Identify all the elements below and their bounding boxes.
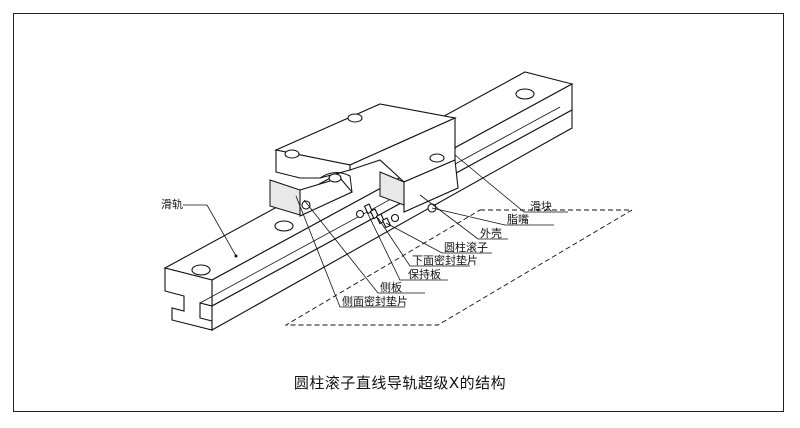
reference-plane [284,209,634,326]
rail-hole-icon [515,88,535,100]
block-hole-icon [347,113,363,123]
label-side-plate: 侧板 [380,280,402,294]
label-grease-nipple: 脂嘴 [507,212,529,226]
diagram-caption: 圆柱滚子直线导轨超级X的结构 [293,374,507,392]
label-side-seal: 侧面密封垫片 [342,294,408,308]
block-hole-icon [284,149,300,159]
label-rollers: 圆柱滚子 [444,240,488,254]
screw-icon [390,213,400,223]
screw-icon [355,209,365,219]
block-hole-icon [328,173,342,183]
rail-hole-icon [191,264,211,276]
grease-nipple-icon [301,200,311,210]
diagram-frame [13,13,784,412]
rail-hole-icon [274,220,294,232]
label-rail: 滑轨 [161,197,183,211]
label-retainer-plate: 保持板 [408,267,441,281]
block-hole-icon [429,153,445,163]
label-block: 滑块 [530,200,552,213]
leader-lines [183,154,568,308]
roller-row [363,203,392,229]
label-housing: 外壳 [480,226,502,240]
slider-block [269,103,459,229]
label-bottom-seal: 下面密封垫片 [412,253,478,267]
